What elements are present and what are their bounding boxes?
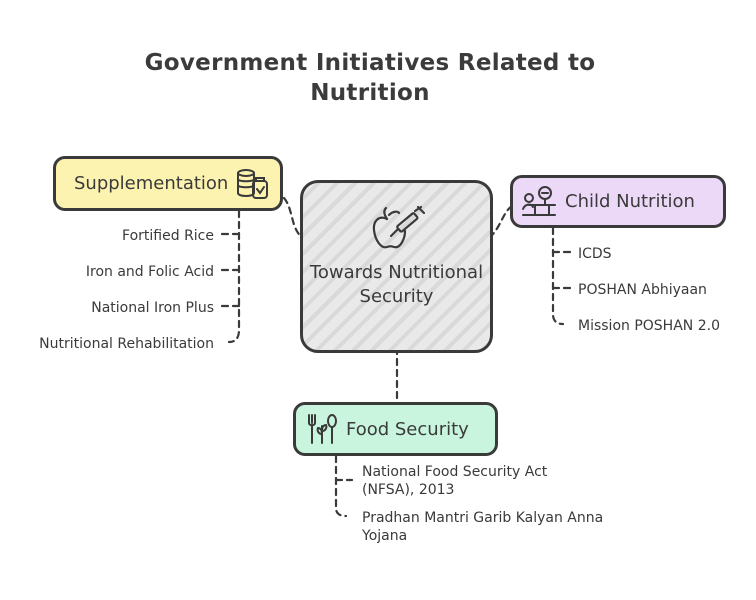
child-nutrition-label: Child Nutrition (565, 191, 695, 212)
apple-syringe-icon (372, 205, 425, 249)
child-nutrition-item-1: ICDS (578, 246, 612, 262)
child-nutrition-item-3: Mission POSHAN 2.0 (578, 318, 720, 334)
connector-supplementation-items (227, 209, 241, 344)
child-nutrition-item-2: POSHAN Abhiyaan (578, 282, 707, 298)
baby-scale-icon (522, 185, 556, 216)
connector-food-items (334, 454, 348, 518)
food-security-item-2: Pradhan Mantri Garib Kalyan Anna Yojana (362, 510, 604, 544)
connector-supplementation-center (282, 196, 318, 244)
supplementation-item-1: Fortified Rice (122, 228, 214, 244)
fork-plant-spoon-icon (308, 414, 337, 444)
center-label: Towards Nutritional Security (309, 262, 484, 307)
supplementation-label: Supplementation (74, 173, 229, 194)
food-security-item-1: National Food Security Act (NFSA), 2013 (362, 464, 548, 498)
connector-child-items (551, 226, 565, 326)
coins-jar-icon (237, 168, 269, 199)
supplementation-item-4: Nutritional Rehabilitation (39, 336, 214, 352)
diagram-title: Government Initiatives Related to Nutrit… (144, 50, 596, 106)
center-node: Towards Nutritional Security (300, 180, 493, 353)
supplementation-item-3: National Iron Plus (91, 300, 214, 316)
food-security-node: Food Security (293, 402, 498, 456)
supplementation-node: Supplementation (53, 156, 283, 211)
child-nutrition-node: Child Nutrition (510, 175, 726, 228)
food-security-label: Food Security (346, 418, 469, 440)
supplementation-item-2: Iron and Folic Acid (85, 264, 214, 280)
